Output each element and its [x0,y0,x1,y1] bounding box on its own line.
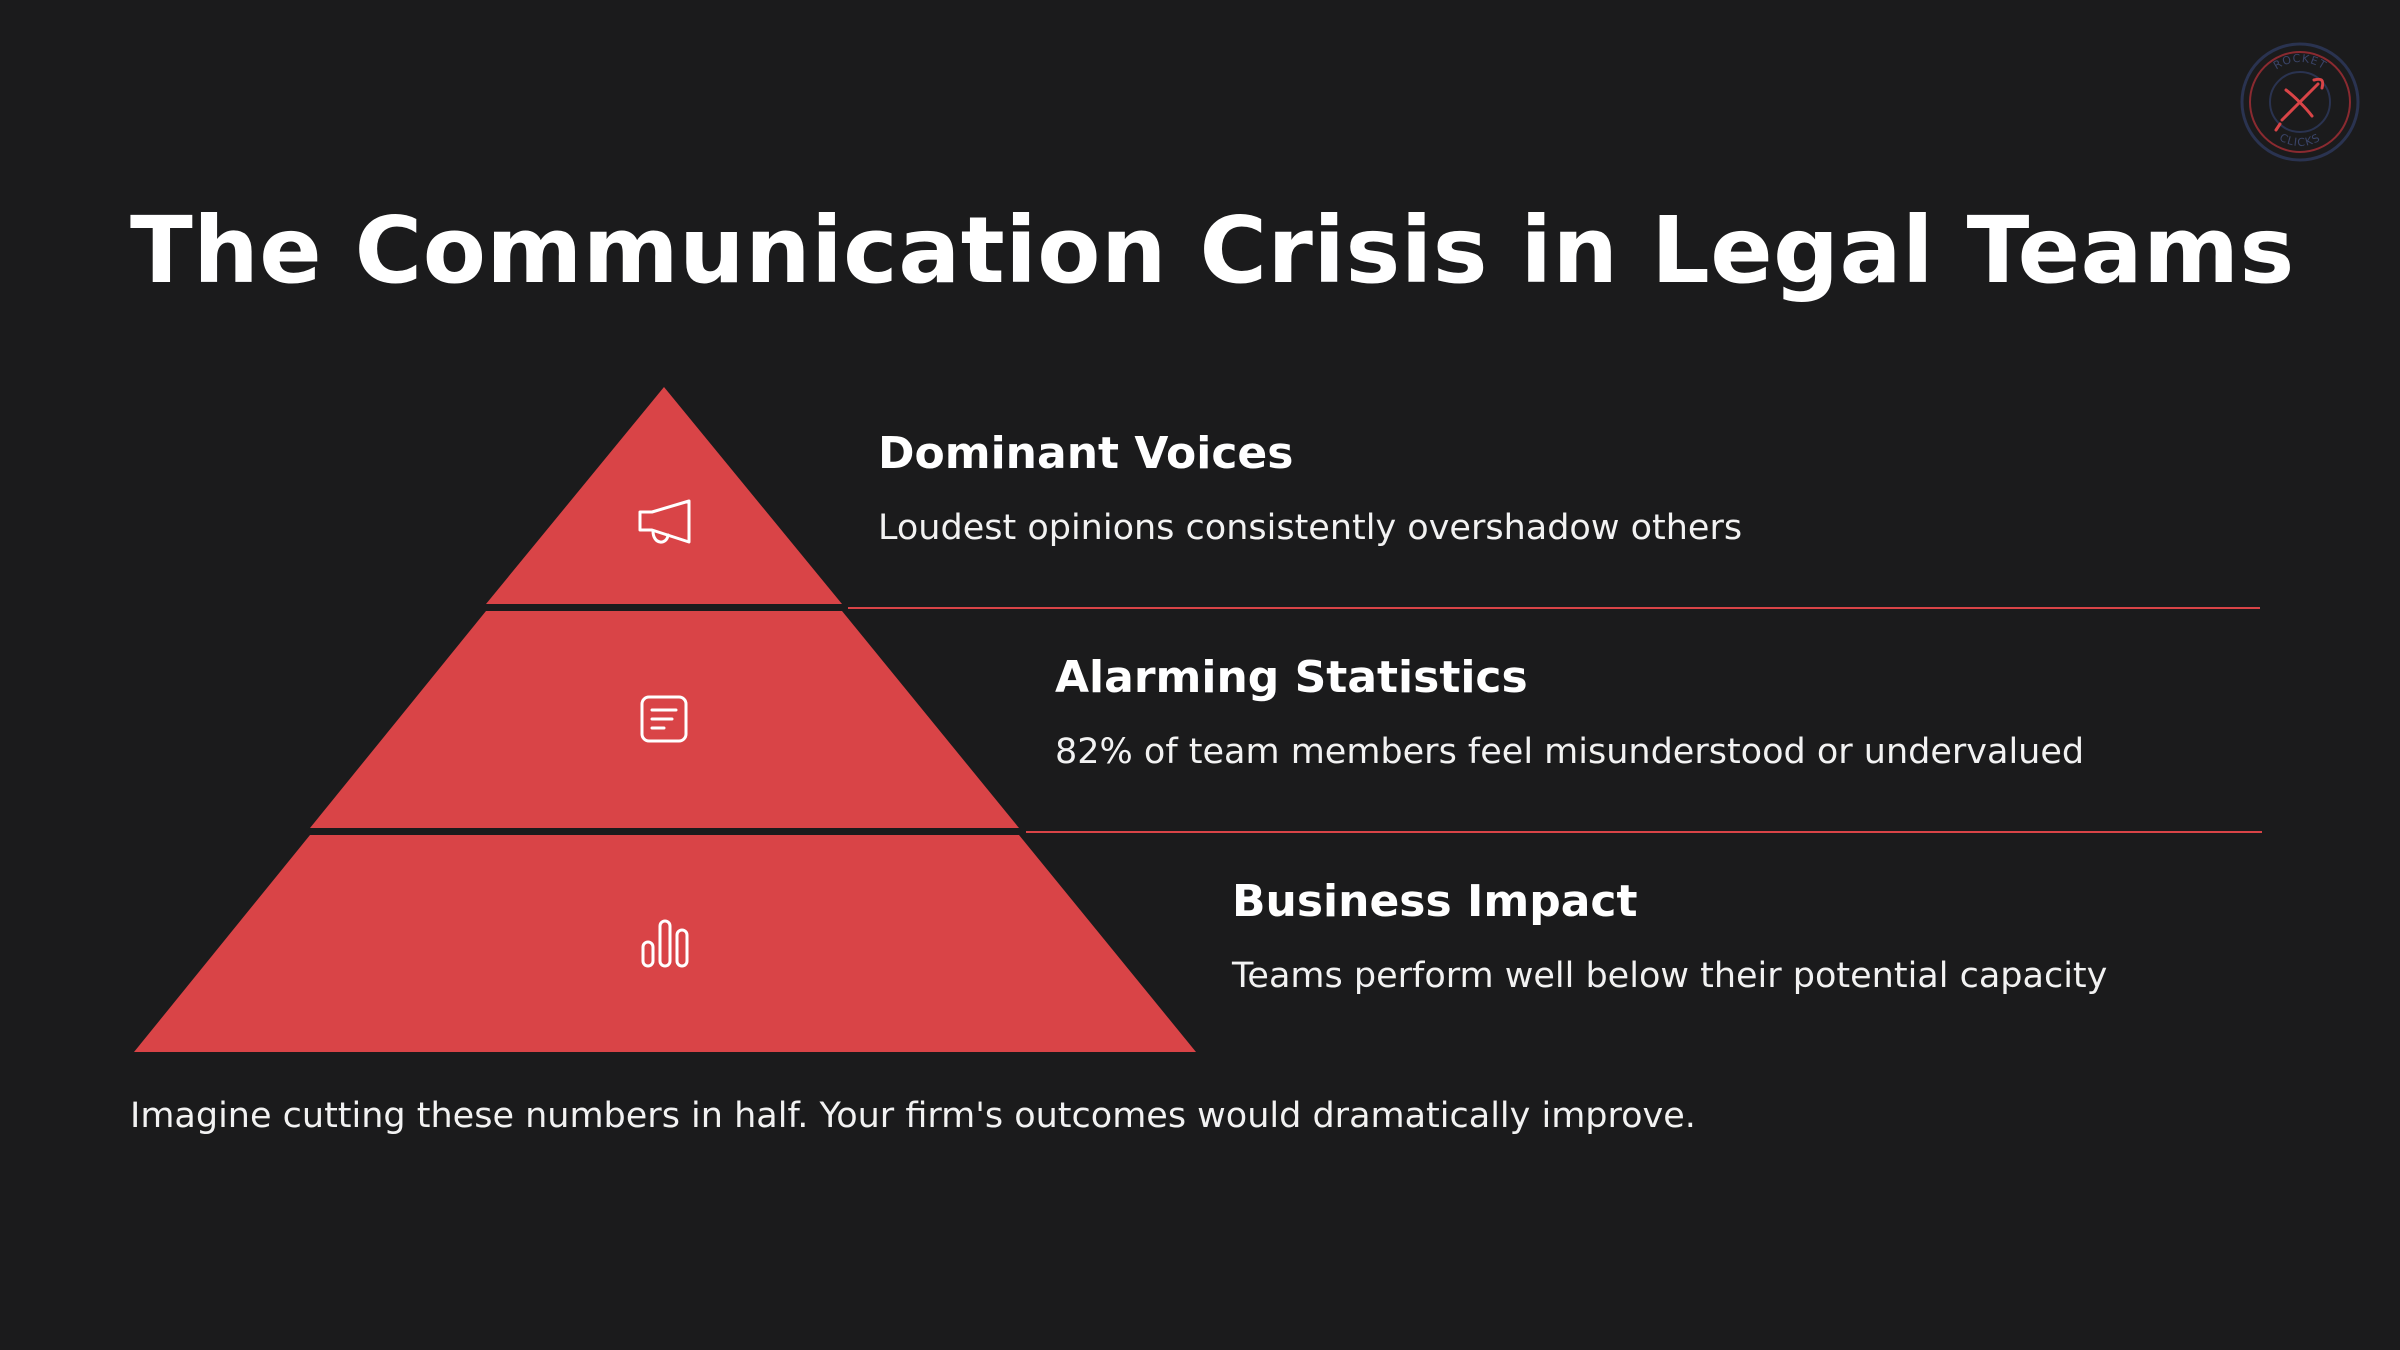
level-heading: Business Impact [1232,876,1638,927]
logo: ROCKET CLICKS [2240,42,2360,162]
level-heading: Dominant Voices [878,428,1294,479]
level-business-impact: Business Impact Teams perform well below… [1232,876,2107,997]
logo-text-bottom: CLICKS [2277,131,2321,149]
svg-text:ROCKET: ROCKET [2271,52,2329,72]
document-icon [640,695,688,743]
svg-text:CLICKS: CLICKS [2277,131,2322,149]
pyramid-level-bottom [134,835,1196,1052]
level-dominant-voices: Dominant Voices Loudest opinions consist… [878,428,1742,549]
level-heading: Alarming Statistics [1055,652,1528,703]
logo-text-top: ROCKET [2271,52,2328,72]
rocket-icon [2274,77,2325,132]
level-alarming-statistics: Alarming Statistics 82% of team members … [1055,652,2084,773]
footer-text: Imagine cutting these numbers in half. Y… [130,1096,1696,1136]
megaphone-icon [638,499,691,544]
pyramid-level-top [486,387,842,604]
level-description: Loudest opinions consistently overshadow… [878,507,1743,548]
level-description: 82% of team members feel misunderstood o… [1055,731,2085,772]
level-description: Teams perform well below their potential… [1232,955,2108,996]
page-title: The Communication Crisis in Legal Teams [130,197,2295,304]
bar-chart-icon [641,919,689,968]
